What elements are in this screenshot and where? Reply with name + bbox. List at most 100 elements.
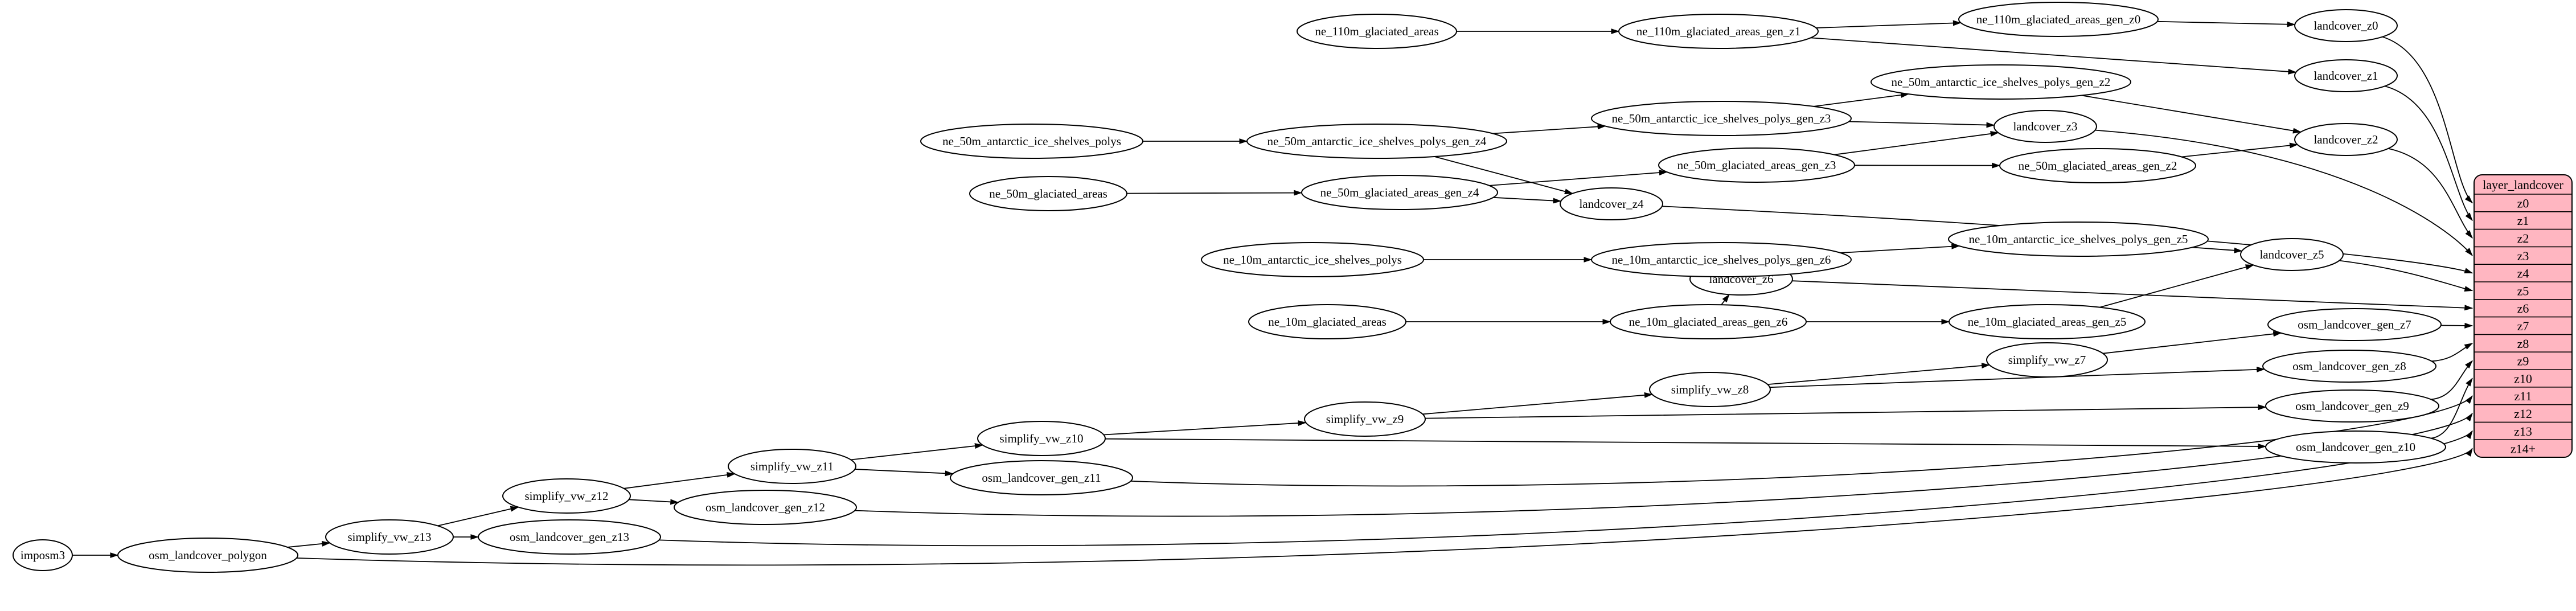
edge-simplify_vw_z12-to-osm_landcover_gen_z12	[629, 499, 679, 505]
node-ellipse-osm_landcover_gen_z11	[950, 460, 1133, 495]
table-row-z9: z9	[2517, 354, 2529, 368]
edge-simplify_vw_z8-to-osm_landcover_gen_z8	[1770, 366, 2266, 388]
edge-simplify_vw_z10-to-osm_landcover_gen_z10	[1105, 438, 2267, 449]
node-label-landcover_z4: landcover_z4	[1579, 197, 1644, 211]
node-ne_110m_glaciated_areas_gen_z1: ne_110m_glaciated_areas_gen_z1	[1618, 14, 1819, 49]
node-label-simplify_vw_z8: simplify_vw_z8	[1671, 383, 1749, 396]
edge-ne_10m_glaciated_areas_gen_z5-to-landcover_z5	[2099, 264, 2254, 308]
node-label-ne_50m_glaciated_areas_gen_z2: ne_50m_glaciated_areas_gen_z2	[2019, 159, 2177, 173]
node-label-ne_110m_glaciated_areas_gen_z0: ne_110m_glaciated_areas_gen_z0	[1976, 13, 2140, 26]
node-label-osm_landcover_gen_z12: osm_landcover_gen_z12	[705, 501, 825, 514]
node-label-landcover_z0: landcover_z0	[2314, 19, 2378, 32]
edge-simplify_vw_z12-to-simplify_vw_z11	[624, 472, 736, 489]
node-ne_50m_glaciated_areas_gen_z2: ne_50m_glaciated_areas_gen_z2	[1999, 148, 2196, 183]
node-ellipse-osm_landcover_gen_z7	[2267, 308, 2442, 341]
node-label-simplify_vw_z10: simplify_vw_z10	[1000, 432, 1084, 445]
table-row-z8: z8	[2517, 337, 2529, 351]
edge-osm_landcover_polygon-to-z14+	[296, 448, 2473, 566]
node-label-landcover_z3: landcover_z3	[2013, 120, 2077, 133]
edge-ne_50m_glaciated_areas_gen_z2-to-landcover_z2	[2181, 142, 2299, 158]
table-row-z3: z3	[2517, 249, 2529, 263]
node-ellipse-landcover_z0	[2294, 9, 2398, 42]
node-label-ne_50m_glaciated_areas_gen_z3: ne_50m_glaciated_areas_gen_z3	[1677, 158, 1836, 172]
edge-ne_50m_glaciated_areas_gen_z3-to-landcover_z3	[1834, 130, 1999, 155]
edge-simplify_vw_z7-to-osm_landcover_gen_z7	[2103, 331, 2282, 354]
node-label-osm_landcover_gen_z10: osm_landcover_gen_z10	[2296, 440, 2415, 454]
node-ellipse-osm_landcover_gen_z8	[2262, 350, 2436, 383]
node-ellipse-ne_10m_glaciated_areas_gen_z6	[1610, 304, 1807, 339]
node-ellipse-ne_110m_glaciated_areas_gen_z1	[1618, 14, 1819, 49]
node-label-ne_110m_glaciated_areas_gen_z1: ne_110m_glaciated_areas_gen_z1	[1636, 24, 1800, 38]
table-row-z10: z10	[2514, 371, 2532, 386]
node-label-ne_50m_antarctic_ice_shelves_polys_gen_z2: ne_50m_antarctic_ice_shelves_polys_gen_z…	[1892, 75, 2111, 89]
node-simplify_vw_z9: simplify_vw_z9	[1304, 401, 1426, 437]
node-label-ne_50m_glaciated_areas: ne_50m_glaciated_areas	[989, 187, 1107, 200]
node-ne_50m_antarctic_ice_shelves_polys_gen_z4: ne_50m_antarctic_ice_shelves_polys_gen_z…	[1246, 124, 1507, 159]
edge-ne_10m_glaciated_areas_gen_z6-to-landcover_z6	[1721, 294, 1730, 305]
node-ellipse-landcover_z3	[1993, 110, 2097, 143]
node-ne_10m_glaciated_areas: ne_10m_glaciated_areas	[1248, 304, 1406, 339]
table-row-z13: z13	[2514, 424, 2532, 438]
node-label-simplify_vw_z11: simplify_vw_z11	[750, 460, 834, 473]
table-row-z4: z4	[2517, 266, 2529, 281]
node-ellipse-osm_landcover_polygon	[117, 538, 298, 573]
node-label-simplify_vw_z9: simplify_vw_z9	[1326, 412, 1404, 426]
node-label-landcover_z5: landcover_z5	[2259, 248, 2324, 261]
edge-simplify_vw_z11-to-osm_landcover_gen_z11	[855, 469, 954, 477]
node-landcover_z4: landcover_z4	[1560, 187, 1663, 220]
node-label-ne_50m_glaciated_areas_gen_z4: ne_50m_glaciated_areas_gen_z4	[1320, 186, 1479, 199]
table-row-z5: z5	[2517, 284, 2529, 298]
node-label-osm_landcover_gen_z8: osm_landcover_gen_z8	[2292, 359, 2406, 373]
edges-layer	[72, 20, 2474, 566]
node-ne_10m_glaciated_areas_gen_z6: ne_10m_glaciated_areas_gen_z6	[1610, 304, 1807, 339]
node-ne_50m_glaciated_areas_gen_z3: ne_50m_glaciated_areas_gen_z3	[1658, 147, 1855, 183]
node-simplify_vw_z12: simplify_vw_z12	[502, 478, 631, 514]
node-osm_landcover_gen_z12: osm_landcover_gen_z12	[674, 490, 857, 525]
edge-simplify_vw_z11-to-simplify_vw_z10	[851, 443, 983, 461]
node-simplify_vw_z10: simplify_vw_z10	[977, 421, 1106, 456]
node-ellipse-imposm3	[13, 539, 73, 571]
edge-landcover_z4-to-z4	[1662, 206, 2474, 274]
edge-ne_110m_glaciated_areas_gen_z1-to-ne_110m_glaciated_areas_gen_z0	[1816, 20, 1962, 28]
node-label-ne_10m_antarctic_ice_shelves_polys_gen_z6: ne_10m_antarctic_ice_shelves_polys_gen_z…	[1612, 253, 1831, 266]
node-ellipse-simplify_vw_z12	[502, 478, 631, 514]
node-landcover_z0: landcover_z0	[2294, 9, 2398, 42]
node-ellipse-ne_10m_glaciated_areas	[1248, 304, 1406, 339]
node-ne_50m_antarctic_ice_shelves_polys_gen_z2: ne_50m_antarctic_ice_shelves_polys_gen_z…	[1871, 64, 2131, 100]
node-ne_10m_glaciated_areas_gen_z5: ne_10m_glaciated_areas_gen_z5	[1949, 304, 2146, 339]
node-ne_10m_antarctic_ice_shelves_polys_gen_z5: ne_10m_antarctic_ice_shelves_polys_gen_z…	[1948, 222, 2209, 257]
node-osm_landcover_gen_z7: osm_landcover_gen_z7	[2267, 308, 2442, 341]
node-osm_landcover_gen_z11: osm_landcover_gen_z11	[950, 460, 1133, 495]
table-row-z0: z0	[2517, 196, 2529, 210]
node-ellipse-ne_110m_glaciated_areas	[1297, 14, 1457, 49]
node-label-landcover_z1: landcover_z1	[2314, 69, 2378, 83]
edge-osm_landcover_polygon-to-simplify_vw_z13	[287, 540, 331, 548]
node-ne_50m_antarctic_ice_shelves_polys: ne_50m_antarctic_ice_shelves_polys	[920, 124, 1143, 159]
node-label-osm_landcover_gen_z7: osm_landcover_gen_z7	[2298, 318, 2411, 331]
edge-ne_50m_antarctic_ice_shelves_polys_gen_z2-to-landcover_z2	[2081, 95, 2302, 134]
node-ellipse-simplify_vw_z8	[1649, 372, 1771, 407]
edge-simplify_vw_z10-to-simplify_vw_z9	[1104, 420, 1307, 436]
node-label-ne_110m_glaciated_areas: ne_110m_glaciated_areas	[1315, 24, 1438, 38]
node-ne_10m_antarctic_ice_shelves_polys: ne_10m_antarctic_ice_shelves_polys	[1201, 242, 1424, 277]
node-simplify_vw_z7: simplify_vw_z7	[1986, 342, 2108, 378]
node-ellipse-ne_10m_antarctic_ice_shelves_polys	[1201, 242, 1424, 277]
node-simplify_vw_z13: simplify_vw_z13	[325, 519, 454, 555]
edge-simplify_vw_z9-to-simplify_vw_z8	[1422, 392, 1653, 415]
node-ellipse-ne_10m_antarctic_ice_shelves_polys_gen_z6	[1591, 242, 1852, 277]
node-label-osm_landcover_gen_z13: osm_landcover_gen_z13	[510, 530, 629, 544]
node-ellipse-osm_landcover_gen_z13	[478, 519, 661, 555]
edge-ne_10m_antarctic_ice_shelves_polys_gen_z6-to-ne_10m_antarctic_ice_shelves_polys_gen_z5	[1840, 243, 1960, 253]
node-ne_110m_glaciated_areas: ne_110m_glaciated_areas	[1297, 14, 1457, 49]
edge-ne_110m_glaciated_areas_gen_z0-to-landcover_z0	[2157, 20, 2296, 27]
node-osm_landcover_gen_z10: osm_landcover_gen_z10	[2265, 430, 2446, 464]
edge-ne_10m_antarctic_ice_shelves_polys_gen_z5-to-landcover_z5	[2192, 247, 2243, 253]
node-imposm3: imposm3	[13, 539, 73, 571]
node-ellipse-ne_50m_antarctic_ice_shelves_polys_gen_z3	[1591, 101, 1852, 136]
node-osm_landcover_gen_z8: osm_landcover_gen_z8	[2262, 350, 2436, 383]
node-ellipse-simplify_vw_z9	[1304, 401, 1426, 437]
edge-simplify_vw_z9-to-osm_landcover_gen_z9	[1425, 404, 2267, 419]
node-ellipse-simplify_vw_z10	[977, 421, 1106, 456]
edge-ne_50m_glaciated_areas_gen_z4-to-landcover_z4	[1493, 196, 1562, 204]
